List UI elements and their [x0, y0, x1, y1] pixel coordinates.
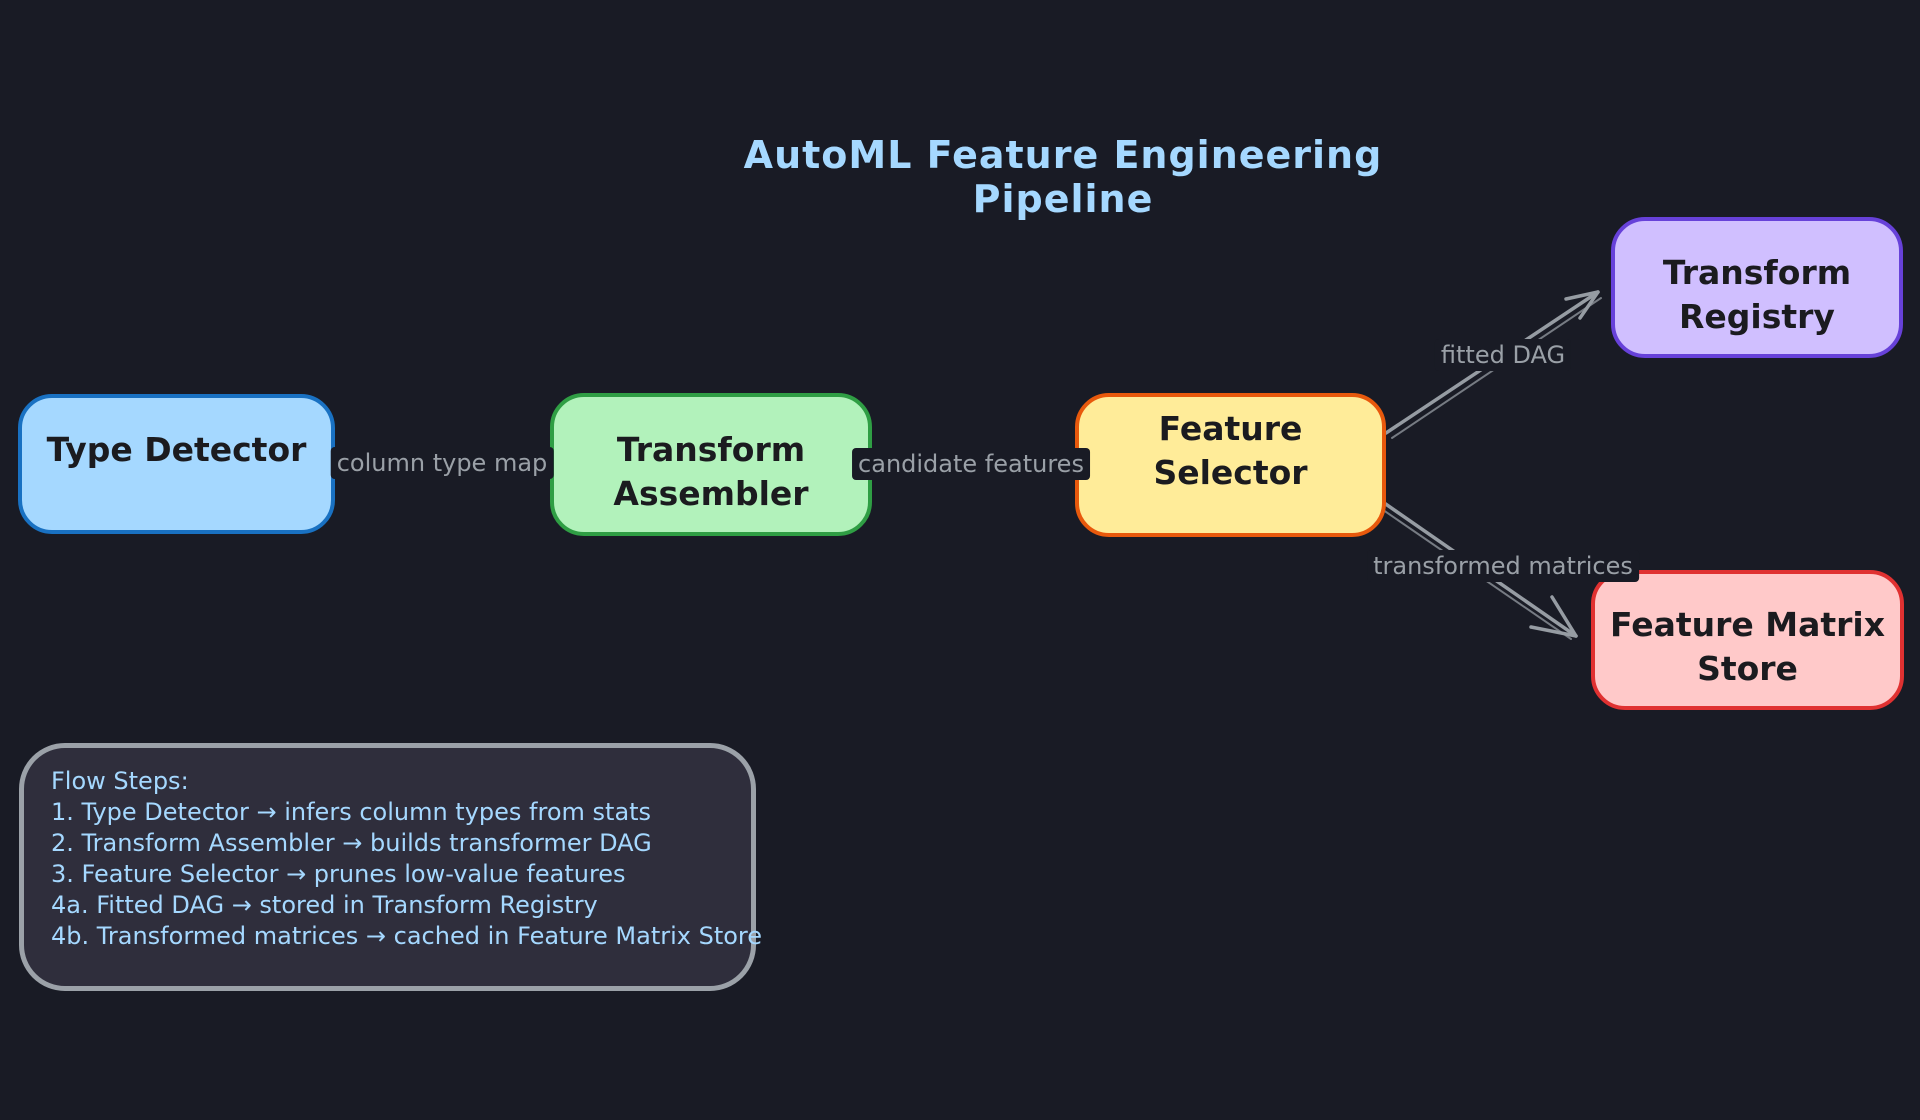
node-transform-registry-label: Transform Registry	[1662, 252, 1852, 336]
node-transform-assembler: Transform Assembler	[550, 393, 872, 536]
node-type-detector-label: Type Detector	[46, 430, 307, 469]
edge-label-column-type-map: column type map	[330, 447, 554, 479]
node-transform-registry: Transform Registry	[1611, 217, 1903, 358]
flow-step-2: 2. Transform Assembler → builds transfor…	[51, 829, 652, 857]
flow-steps-heading: Flow Steps:	[51, 767, 189, 795]
node-feature-selector: Feature Selector	[1075, 393, 1386, 537]
node-feature-matrix-store: Feature Matrix Store	[1591, 570, 1904, 710]
flow-steps-note: Flow Steps: 1. Type Detector → infers co…	[19, 743, 763, 991]
edge-label-fitted-dag: fitted DAG	[1434, 339, 1572, 371]
node-transform-assembler-label: Transform Assembler	[613, 429, 809, 513]
edge-label-candidate-features: candidate features	[852, 448, 1090, 480]
flow-step-3: 3. Feature Selector → prunes low-value f…	[51, 860, 626, 888]
diagram-title: AutoML Feature Engineering Pipeline	[743, 133, 1383, 221]
flow-step-4b: 4b. Transformed matrices → cached in Fea…	[51, 922, 763, 950]
flow-step-1: 1. Type Detector → infers column types f…	[51, 798, 652, 826]
node-feature-selector-label: Feature Selector	[1153, 409, 1308, 492]
node-type-detector: Type Detector	[18, 394, 335, 534]
flow-step-4a: 4a. Fitted DAG → stored in Transform Reg…	[51, 891, 598, 919]
node-feature-matrix-store-label: Feature Matrix Store	[1609, 605, 1886, 688]
edge-label-transformed-matrices: transformed matrices	[1367, 550, 1639, 582]
